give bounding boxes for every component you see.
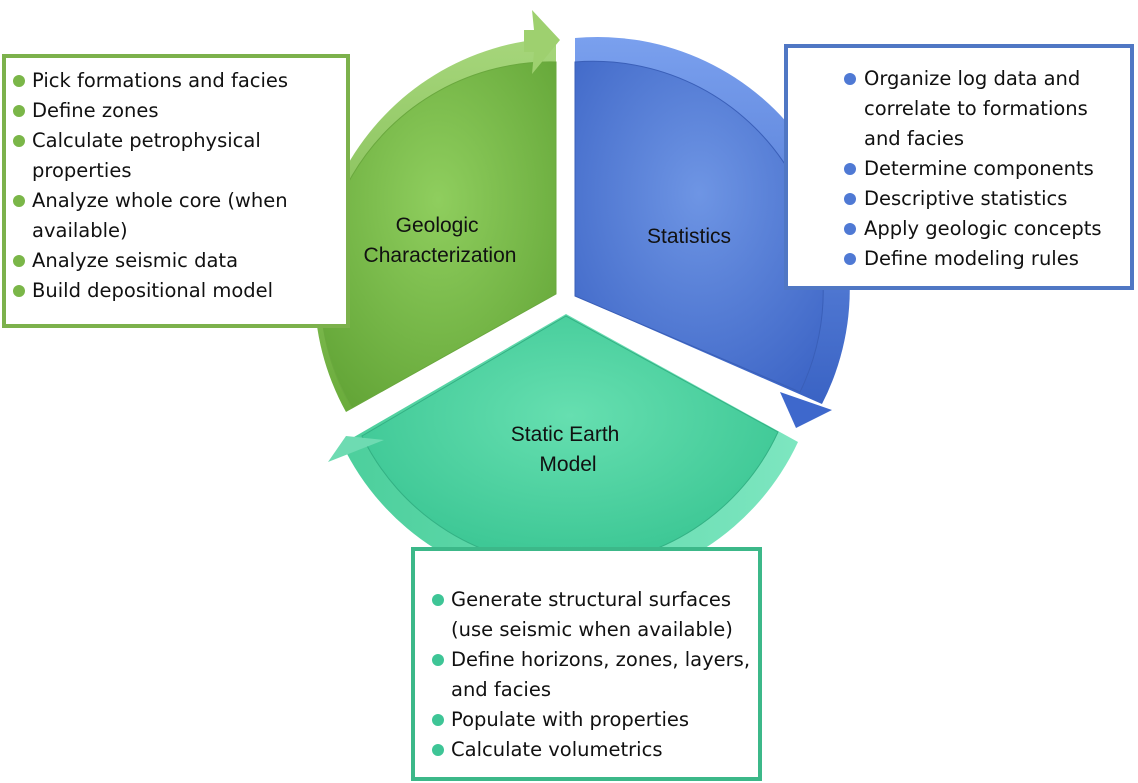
- segment-static-earth: [328, 314, 798, 588]
- bullet-dot-icon: [844, 73, 856, 85]
- list-item: Define modeling rules: [844, 244, 1126, 274]
- list-item: Define zones: [10, 96, 342, 126]
- geologic-tasks-box: Pick formations and facies Define zones …: [2, 54, 350, 328]
- list-item-text: Define zones: [32, 99, 159, 122]
- list-item-text: Analyze whole core (when available): [32, 189, 288, 242]
- bullet-dot-icon: [844, 253, 856, 265]
- list-item: Generate structural surfaces (use seismi…: [429, 585, 754, 645]
- list-item: Analyze seismic data: [10, 246, 342, 276]
- bullet-dot-icon: [432, 744, 444, 756]
- segment-geologic: [314, 10, 560, 412]
- list-item-text: Build depositional model: [32, 279, 274, 302]
- list-item-text: Pick formations and facies: [32, 69, 289, 92]
- list-item: Apply geologic concepts: [844, 214, 1126, 244]
- statistics-task-list: Organize log data and correlate to forma…: [844, 64, 1126, 274]
- bullet-dot-icon: [432, 654, 444, 666]
- bullet-dot-icon: [13, 255, 25, 267]
- list-item-text: Descriptive statistics: [864, 187, 1068, 210]
- list-item-text: Define modeling rules: [864, 247, 1079, 270]
- bullet-dot-icon: [432, 714, 444, 726]
- list-item-text: Define horizons, zones, layers, and faci…: [451, 648, 751, 701]
- arrowhead-green-icon: [524, 10, 560, 74]
- list-item-text: Populate with properties: [451, 708, 690, 731]
- list-item-text: Determine components: [864, 157, 1094, 180]
- list-item: Pick formations and facies: [10, 66, 342, 96]
- list-item-text: Analyze seismic data: [32, 249, 239, 272]
- static-earth-label-line2: Model: [539, 453, 596, 476]
- svg-text:Statistics: Statistics: [647, 225, 731, 248]
- bullet-dot-icon: [13, 195, 25, 207]
- bullet-dot-icon: [13, 75, 25, 87]
- list-item-text: Calculate petrophysical properties: [32, 129, 261, 182]
- bullet-dot-icon: [844, 193, 856, 205]
- bullet-dot-icon: [844, 163, 856, 175]
- bullet-dot-icon: [844, 223, 856, 235]
- bullet-dot-icon: [13, 105, 25, 117]
- list-item: Determine components: [844, 154, 1126, 184]
- list-item-text: Apply geologic concepts: [864, 217, 1102, 240]
- statistics-tasks-box: Organize log data and correlate to forma…: [784, 44, 1134, 290]
- list-item: Build depositional model: [10, 276, 342, 306]
- geologic-label-line1: Geologic: [396, 214, 479, 237]
- list-item: Populate with properties: [429, 705, 754, 735]
- geologic-label-line2: Characterization: [364, 244, 517, 267]
- list-item-text: Generate structural surfaces (use seismi…: [451, 588, 733, 641]
- list-item-text: Organize log data and correlate to forma…: [864, 67, 1088, 150]
- segment-statistics: [574, 36, 850, 428]
- static-earth-label-line1: Static Earth: [511, 423, 620, 446]
- static-earth-task-list: Generate structural surfaces (use seismi…: [429, 585, 754, 765]
- list-item: Descriptive statistics: [844, 184, 1126, 214]
- list-item: Organize log data and correlate to forma…: [844, 64, 1126, 154]
- statistics-label: Statistics: [647, 225, 731, 248]
- static-earth-tasks-box: Generate structural surfaces (use seismi…: [411, 547, 762, 781]
- svg-text:Static Earth Model: Static Earth Model: [511, 423, 625, 476]
- list-item: Calculate petrophysical properties: [10, 126, 342, 186]
- bullet-dot-icon: [432, 594, 444, 606]
- list-item: Define horizons, zones, layers, and faci…: [429, 645, 754, 705]
- svg-text:Geologic Characterization: Geologic Characterization: [364, 214, 517, 267]
- bullet-dot-icon: [13, 135, 25, 147]
- geologic-task-list: Pick formations and facies Define zones …: [10, 66, 342, 306]
- list-item: Analyze whole core (when available): [10, 186, 342, 246]
- bullet-dot-icon: [13, 285, 25, 297]
- list-item: Calculate volumetrics: [429, 735, 754, 765]
- list-item-text: Calculate volumetrics: [451, 738, 663, 761]
- arrowhead-teal-icon: [328, 436, 384, 462]
- arrowhead-blue-icon: [780, 392, 832, 428]
